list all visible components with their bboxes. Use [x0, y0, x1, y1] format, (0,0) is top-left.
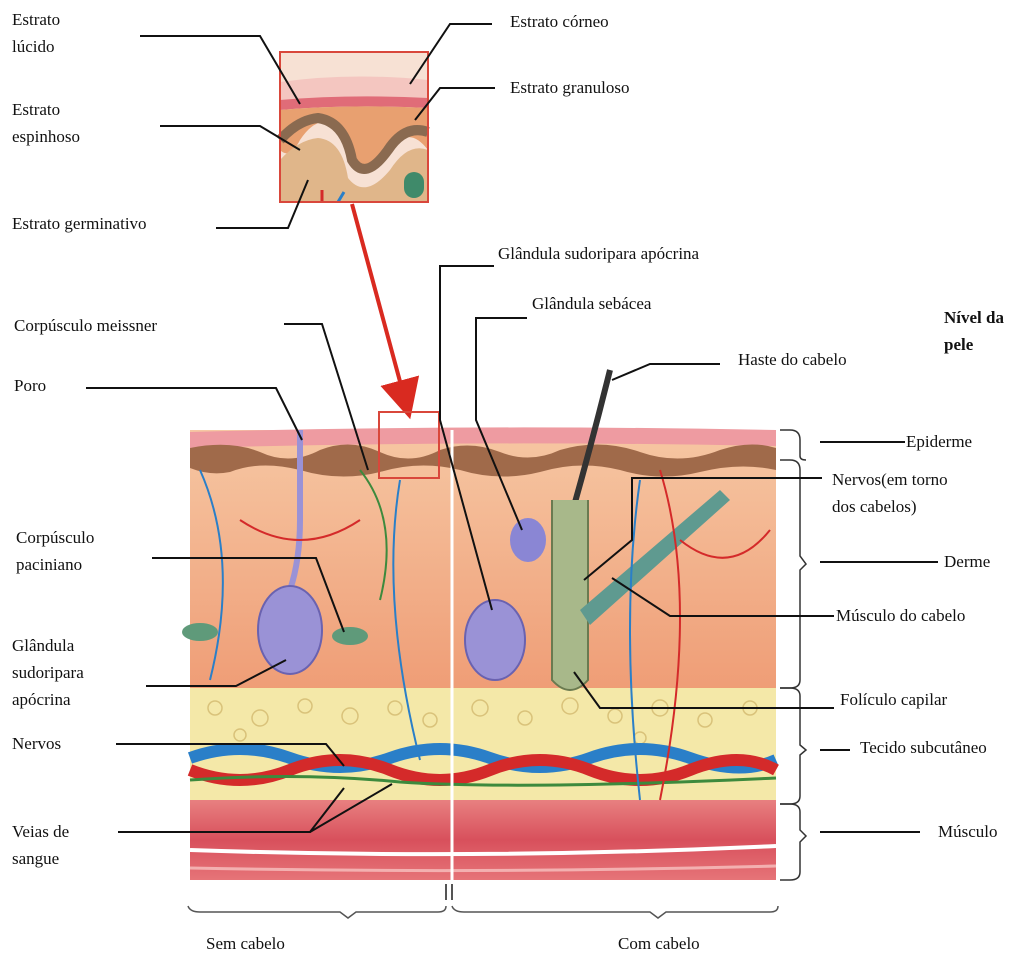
- label-nivel-da-pele: Nível da pele: [944, 304, 1004, 358]
- label-musculo: Músculo: [938, 818, 998, 845]
- label-musculo-do-cabelo: Músculo do cabelo: [836, 602, 965, 629]
- label-estrato-corneo: Estrato córneo: [510, 8, 609, 35]
- label-foliculo-capilar: Folículo capilar: [840, 686, 947, 713]
- layer-braces: [780, 430, 806, 880]
- label-glandula-sebacea: Glândula sebácea: [532, 290, 651, 317]
- label-veias-de-sangue: Veias de sangue: [12, 818, 69, 872]
- sweat-gland-left: [258, 586, 322, 674]
- label-sem-cabelo: Sem cabelo: [206, 930, 285, 957]
- zoom-arrow: [352, 204, 405, 400]
- label-estrato-lucido: Estrato lúcido: [12, 6, 60, 60]
- label-nervos: Nervos: [12, 730, 61, 757]
- sebaceous-gland: [510, 518, 546, 562]
- bottom-braces: [188, 884, 778, 918]
- label-glandula-apocrina-top: Glândula sudoripara apócrina: [498, 240, 699, 267]
- label-derme: Derme: [944, 548, 990, 575]
- label-estrato-germinativo: Estrato germinativo: [12, 210, 147, 237]
- label-glandula-apocrina-left: Glândula sudoripara apócrina: [12, 632, 84, 713]
- label-estrato-espinhoso: Estrato espinhoso: [12, 96, 80, 150]
- skin-cross-section: [182, 370, 776, 880]
- label-haste-do-cabelo: Haste do cabelo: [738, 346, 847, 373]
- label-tecido-subcutaneo: Tecido subcutâneo: [860, 734, 987, 761]
- label-com-cabelo: Com cabelo: [618, 930, 700, 957]
- epidermis-inset: [280, 52, 428, 202]
- label-poro: Poro: [14, 372, 46, 399]
- label-nervos-cabelos: Nervos(em torno dos cabelos): [832, 466, 948, 520]
- label-epiderme: Epiderme: [906, 428, 972, 455]
- pacinian-corpuscle: [332, 627, 368, 645]
- label-estrato-granuloso: Estrato granuloso: [510, 74, 629, 101]
- label-corpusculo-paciniano: Corpúsculo paciniano: [16, 524, 94, 578]
- label-corpusculo-meissner: Corpúsculo meissner: [14, 312, 157, 339]
- sweat-gland-right: [465, 600, 525, 680]
- hair-follicle: [552, 500, 588, 690]
